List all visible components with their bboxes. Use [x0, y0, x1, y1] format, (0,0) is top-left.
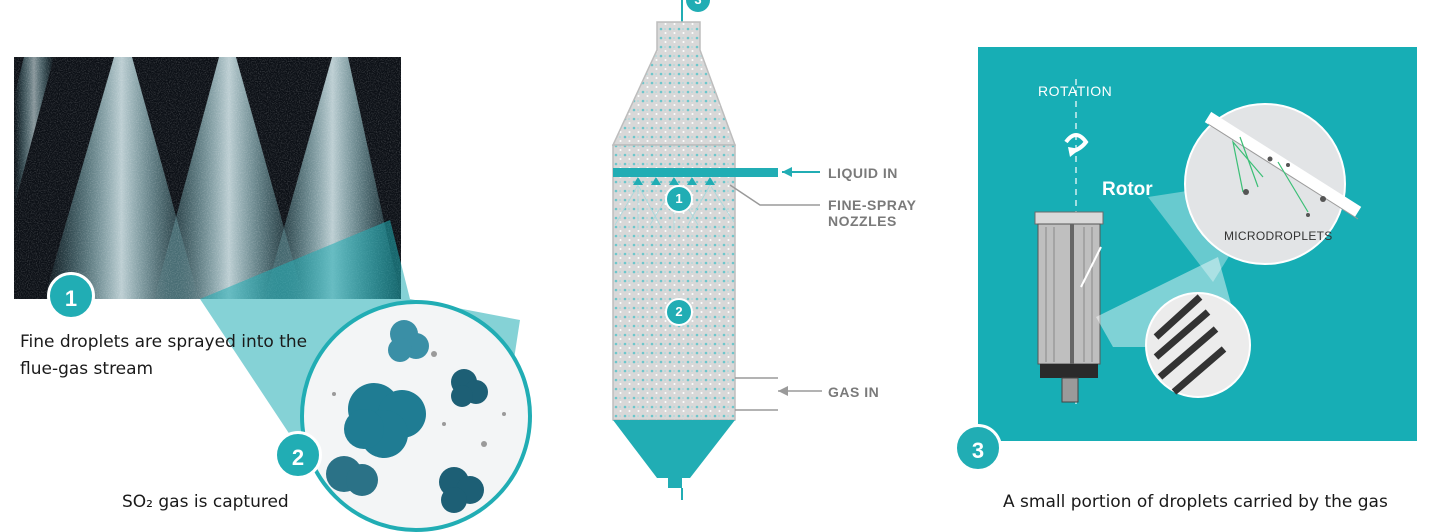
- rotor-illustration: [1034, 79, 1362, 407]
- column-badge-2: 2: [665, 298, 693, 326]
- molecules-illustration: [326, 320, 506, 513]
- rotor-label: Rotor: [1102, 179, 1153, 200]
- gas-in-label: GAS IN: [828, 384, 880, 400]
- step-1-caption-line2: flue-gas stream: [20, 359, 154, 379]
- column-badge-1: 1: [665, 185, 693, 213]
- nozzles-label: FINE-SPRAY NOZZLES: [828, 197, 917, 229]
- rotor-panel: ROTATION Rotor MICRODROPLETS: [978, 47, 1417, 441]
- nozzles-label-line2: NOZZLES: [828, 213, 897, 229]
- step-1-caption-line1: Fine droplets are sprayed into the: [20, 332, 308, 352]
- step-2-caption: SO₂ gas is captured: [122, 492, 289, 512]
- step-1-caption: Fine droplets are sprayed into the flue-…: [20, 329, 340, 383]
- step-3-badge: 3: [954, 424, 1002, 472]
- nozzles-label-line1: FINE-SPRAY: [828, 197, 917, 213]
- liquid-in-label: LIQUID IN: [828, 165, 898, 181]
- step-1-badge: 1: [47, 272, 95, 320]
- molecule-zoom-circle: [300, 300, 532, 532]
- rotation-label: ROTATION: [1038, 83, 1113, 99]
- microdroplets-label: MICRODROPLETS: [1224, 229, 1333, 243]
- step-3-caption: A small portion of droplets carried by t…: [1003, 492, 1388, 512]
- absorber-column-diagram: [611, 0, 822, 500]
- step-2-badge: 2: [274, 431, 322, 479]
